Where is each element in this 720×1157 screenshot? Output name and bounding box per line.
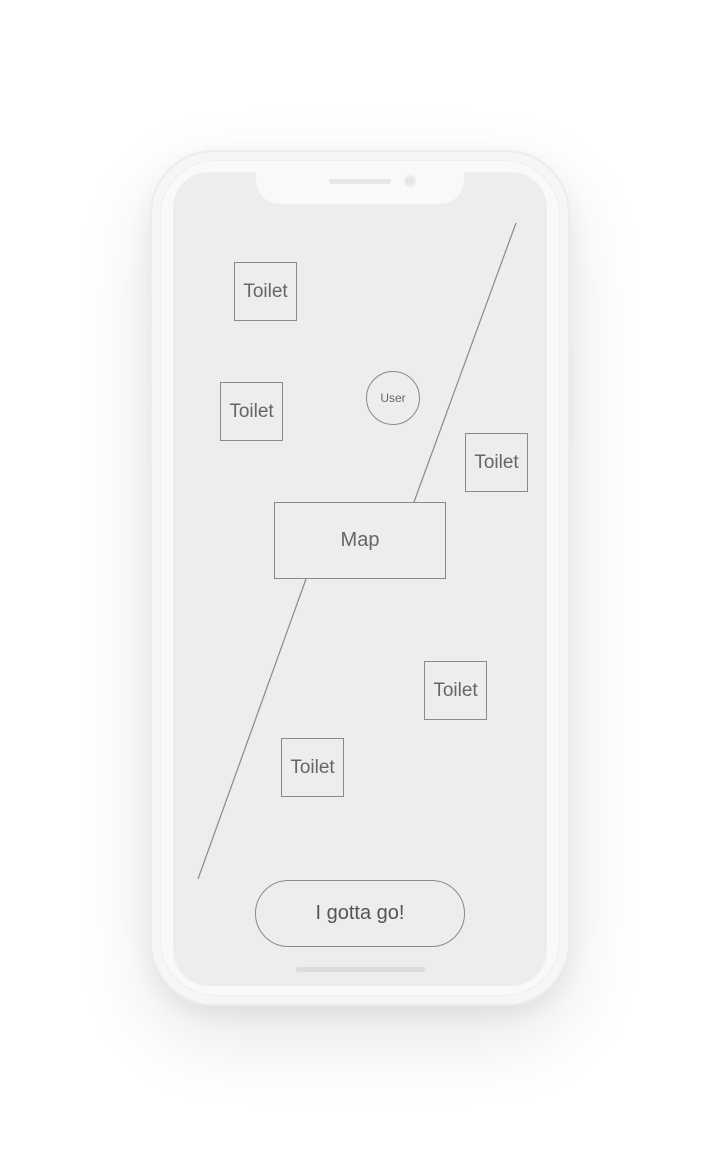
user-location-marker[interactable]: User	[366, 371, 420, 425]
volume-up-button	[147, 328, 151, 388]
toilet-marker[interactable]: Toilet	[424, 661, 487, 720]
toilet-label: Toilet	[433, 679, 478, 701]
mute-switch	[147, 266, 151, 298]
toilet-marker[interactable]: Toilet	[281, 738, 344, 797]
toilet-label: Toilet	[229, 400, 274, 422]
home-indicator[interactable]	[296, 967, 425, 972]
speaker-icon	[329, 179, 391, 184]
user-label: User	[380, 391, 406, 405]
i-gotta-go-button[interactable]: I gotta go!	[255, 880, 465, 947]
toilet-marker[interactable]: Toilet	[220, 382, 283, 441]
toilet-label: Toilet	[243, 280, 288, 302]
toilet-label: Toilet	[290, 756, 335, 778]
map-screen[interactable]	[173, 172, 547, 986]
power-button	[570, 348, 574, 444]
map-label: Map	[340, 529, 380, 551]
toilet-marker[interactable]: Toilet	[234, 262, 297, 321]
map-placeholder: Map	[274, 502, 446, 579]
go-button-label: I gotta go!	[315, 902, 405, 924]
toilet-label: Toilet	[474, 451, 519, 473]
toilet-marker[interactable]: Toilet	[465, 433, 528, 492]
camera-icon	[404, 175, 416, 187]
phone-notch	[256, 168, 464, 204]
volume-down-button	[147, 405, 151, 465]
